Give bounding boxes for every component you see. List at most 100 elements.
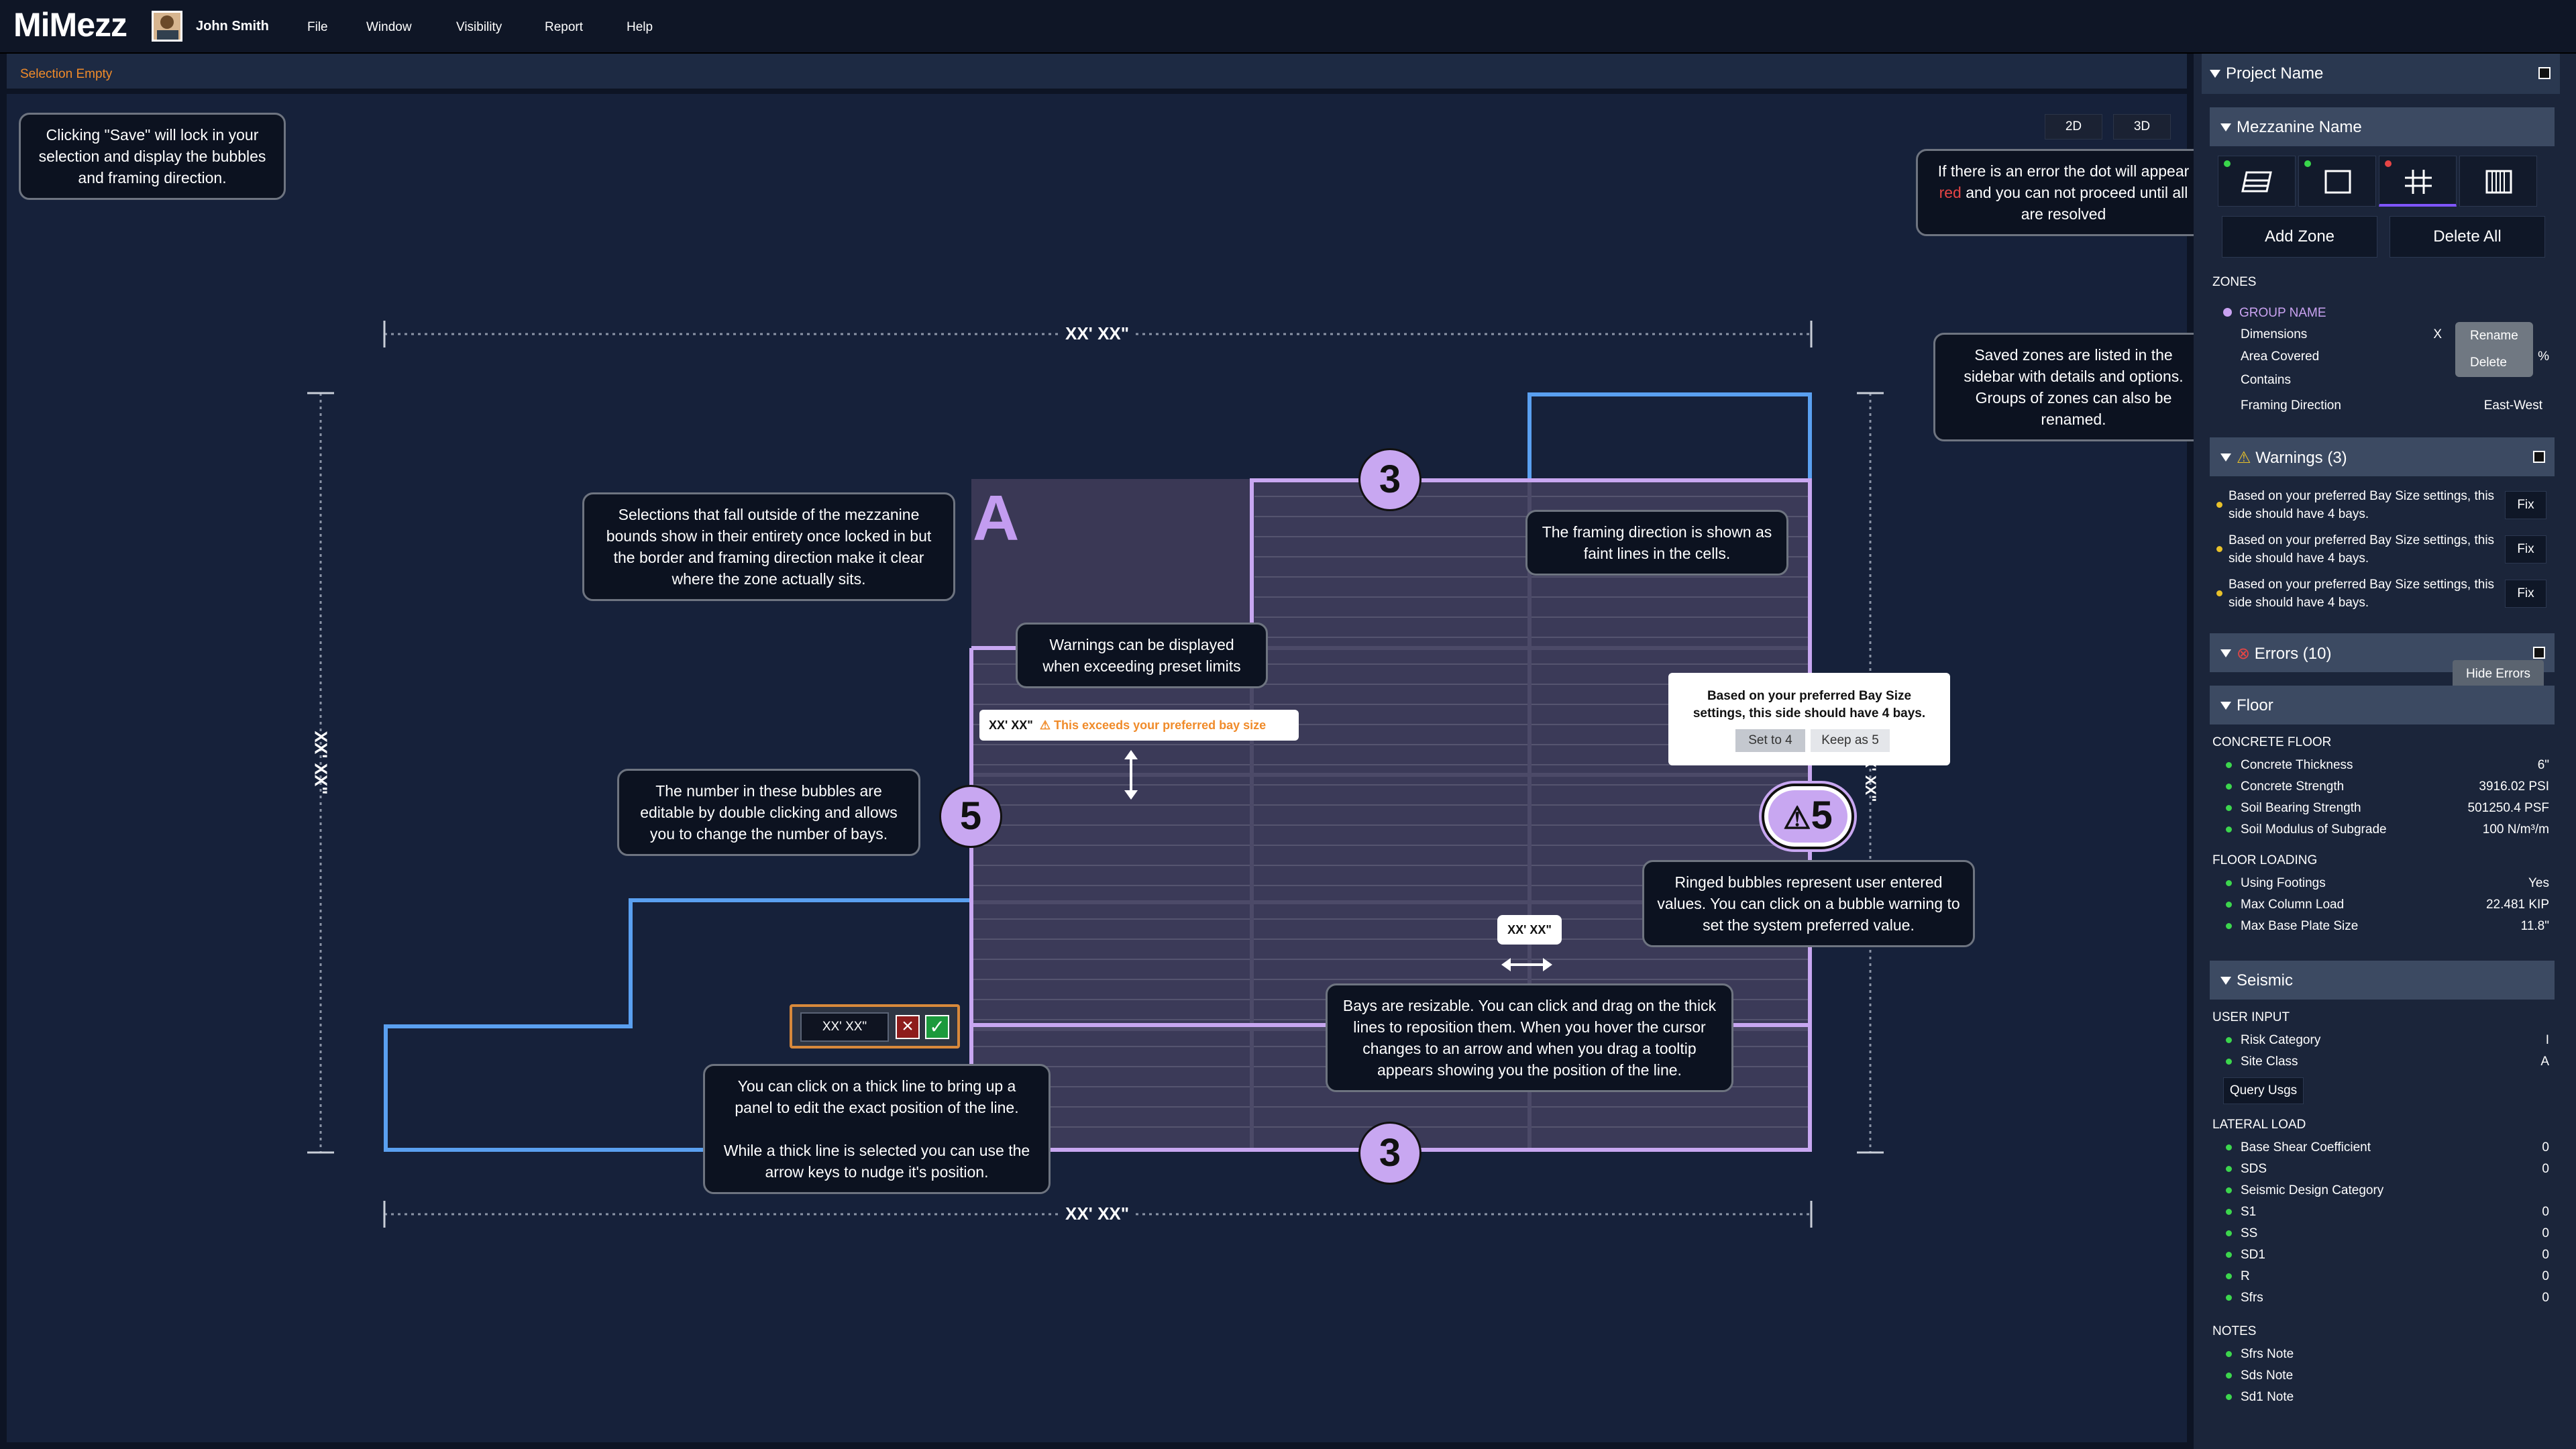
panel-menu-icon[interactable] — [2533, 647, 2545, 659]
top-bar: MiMezz John Smith File Window Visibility… — [0, 0, 2576, 54]
menu-file[interactable]: File — [307, 20, 328, 34]
dimension-top[interactable]: XX' XX" — [1059, 323, 1136, 344]
tip-error-red: red — [1939, 184, 1962, 201]
user-avatar[interactable] — [152, 11, 182, 42]
keep-as-5-button[interactable]: Keep as 5 — [1811, 729, 1890, 752]
framing-direction-value[interactable]: East-West — [2483, 398, 2542, 413]
collapse-icon — [2220, 649, 2231, 657]
lateral-row-value: 0 — [2542, 1248, 2549, 1262]
horizontal-resize-cursor-icon — [1501, 958, 1552, 971]
status-dot — [2226, 1373, 2232, 1379]
fix-button[interactable]: Fix — [2505, 491, 2546, 519]
drag-position-tooltip: XX' XX" — [1497, 915, 1562, 945]
zones-label: ZONES — [2212, 275, 2257, 289]
floor-row-value[interactable]: 100 N/m³/m — [2482, 822, 2549, 837]
tab-grid-mode[interactable] — [2379, 156, 2457, 207]
confirm-edit-button[interactable]: ✓ — [925, 1015, 949, 1039]
errors-title-text: Errors (10) — [2254, 645, 2332, 663]
status-dot — [2226, 1209, 2232, 1215]
bay-bubble-right-warning[interactable]: ⚠5 — [1764, 786, 1851, 847]
zone-row-label: Framing Direction — [2241, 398, 2341, 413]
lateral-row-label: SDS — [2241, 1162, 2267, 1176]
rename-menu-item[interactable]: Rename — [2470, 329, 2518, 343]
tip-ringed-bubbles: Ringed bubbles represent user entered va… — [1642, 860, 1975, 947]
tip-resizable-bays: Bays are resizable. You can click and dr… — [1326, 983, 1733, 1092]
query-usgs-button[interactable]: Query Usgs — [2223, 1077, 2304, 1104]
status-dot — [2226, 1144, 2232, 1150]
line-position-input[interactable]: XX' XX" — [800, 1012, 889, 1042]
tip-error-text-1: If there is an error the dot will appear — [1937, 162, 2190, 180]
floor-row-value[interactable]: 6" — [2537, 758, 2549, 772]
error-icon: ⊗ — [2237, 645, 2251, 663]
lateral-row-label: R — [2241, 1269, 2250, 1283]
lateral-row-value: 0 — [2542, 1269, 2549, 1283]
seismic-panel-header[interactable]: Seismic — [2210, 961, 2555, 1000]
status-dot — [2226, 1230, 2232, 1236]
panel-menu-icon[interactable] — [2533, 451, 2545, 463]
lateral-row-label: S1 — [2241, 1205, 2257, 1219]
bay-bubble-left[interactable]: 5 — [939, 785, 1002, 848]
group-name[interactable]: GROUP NAME — [2239, 306, 2326, 320]
status-dot — [2226, 826, 2232, 833]
site-class-select[interactable]: A — [2540, 1055, 2549, 1069]
delete-all-button[interactable]: Delete All — [2390, 216, 2545, 258]
view-3d-button[interactable]: 3D — [2113, 114, 2171, 140]
menu-help[interactable]: Help — [627, 20, 653, 34]
dimension-left[interactable]: XX' XX" — [311, 731, 331, 795]
menu-window[interactable]: Window — [366, 20, 412, 34]
fix-button[interactable]: Fix — [2505, 535, 2546, 564]
tab-framing-mode[interactable] — [2459, 156, 2537, 207]
suggestion-text: Based on your preferred Bay Size setting… — [1693, 689, 1926, 720]
lateral-row-label: Sfrs — [2241, 1291, 2263, 1305]
note-item[interactable]: Sfrs Note — [2241, 1347, 2294, 1361]
bay-bubble-right-value: 5 — [1811, 794, 1833, 837]
status-dot — [2226, 1273, 2232, 1279]
menu-report[interactable]: Report — [545, 20, 584, 34]
tip-framing-direction: The framing direction is shown as faint … — [1525, 510, 1788, 576]
warning-text: This exceeds your preferred bay size — [1054, 718, 1267, 732]
note-item[interactable]: Sd1 Note — [2241, 1390, 2294, 1404]
bay-size-warning: XX' XX" ⚠ This exceeds your preferred ba… — [979, 710, 1299, 741]
set-to-4-button[interactable]: Set to 4 — [1735, 729, 1805, 752]
zone-context-menu: Rename Delete — [2455, 322, 2533, 377]
tab-floor-mode[interactable] — [2218, 156, 2296, 207]
risk-category-select[interactable]: I — [2545, 1033, 2549, 1047]
dimension-bottom[interactable]: XX' XX" — [1059, 1203, 1136, 1224]
floor-row-label: Soil Bearing Strength — [2241, 801, 2361, 815]
tab-bounds-mode[interactable] — [2298, 156, 2376, 207]
collapse-icon — [2220, 702, 2231, 710]
loading-row-value[interactable]: Yes — [2528, 876, 2549, 890]
mezzanine-panel-header[interactable]: Mezzanine Name — [2210, 107, 2555, 146]
collapse-icon — [2220, 123, 2231, 131]
bay-bubble-top[interactable]: 3 — [1358, 448, 1421, 511]
warnings-title-text: Warnings (3) — [2255, 449, 2347, 467]
errors-title: ⊗ Errors (10) — [2237, 644, 2331, 663]
status-dot — [2226, 1166, 2232, 1172]
status-dot — [2226, 902, 2232, 908]
loading-row-value[interactable]: 22.481 KIP — [2485, 898, 2549, 912]
add-zone-button[interactable]: Add Zone — [2222, 216, 2377, 258]
loading-row-value[interactable]: 11.8" — [2520, 919, 2549, 933]
view-2d-button[interactable]: 2D — [2045, 114, 2102, 140]
zone-row-value: % — [2538, 350, 2549, 364]
bay-bubble-bottom[interactable]: 3 — [1358, 1122, 1421, 1185]
status-dot — [2226, 762, 2232, 768]
floor-row-value[interactable]: 501250.4 PSF — [2467, 801, 2549, 815]
delete-menu-item[interactable]: Delete — [2470, 356, 2507, 370]
hide-errors-button[interactable]: Hide Errors — [2453, 660, 2544, 688]
user-name[interactable]: John Smith — [196, 19, 269, 34]
project-panel-header[interactable]: Project Name — [2202, 54, 2560, 94]
note-item[interactable]: Sds Note — [2241, 1368, 2294, 1383]
warnings-panel-header[interactable]: ⚠ Warnings (3) — [2210, 437, 2555, 476]
menu-visibility[interactable]: Visibility — [456, 20, 502, 34]
status-dot — [2226, 1059, 2232, 1065]
tip-save: Clicking "Save" will lock in your select… — [19, 113, 286, 200]
panel-menu-icon[interactable] — [2538, 67, 2551, 79]
warning-item: Based on your preferred Bay Size setting… — [2229, 533, 2495, 566]
mezzanine-name: Mezzanine Name — [2237, 118, 2362, 136]
lateral-row-value: 0 — [2542, 1205, 2549, 1219]
floor-row-value[interactable]: 3916.02 PSI — [2479, 780, 2549, 794]
cancel-edit-button[interactable]: × — [896, 1015, 920, 1039]
floor-panel-header[interactable]: Floor — [2210, 686, 2555, 724]
fix-button[interactable]: Fix — [2505, 580, 2546, 608]
